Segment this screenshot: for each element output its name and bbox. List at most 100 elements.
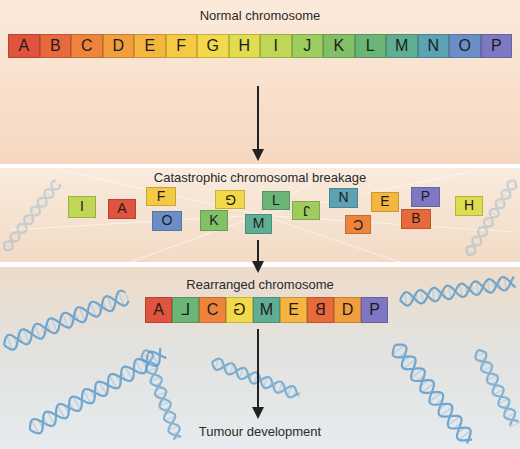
segment-letter: A [153,301,164,319]
chromosome-segment: B [307,297,334,323]
segment-letter: K [333,37,344,55]
segment-letter: A [18,37,29,55]
chromosome-segment: M [253,297,280,323]
dna-helix [141,350,181,440]
stage-panel: Catastrophic chromosomal breakageI A FO KG M… [0,168,520,262]
segment-letter: D [112,37,124,55]
segment-letter: C [207,301,219,319]
chromosome-segment: L [355,34,387,58]
chromosome-segment: I [260,34,292,58]
chromosome-segment: I [68,196,96,218]
segment-letter: D [342,301,354,319]
segment-letter: J [303,37,311,55]
segment-letter: A [117,201,126,216]
chromosome-segment: P [361,297,388,323]
segment-letter: C [353,217,363,232]
chromosome-segment: M [245,214,272,234]
stage-panel: Rearranged chromosomeTumour development A… [0,267,520,449]
chromosome-segment: P [481,34,513,58]
chromosome-segment: J [292,201,320,220]
dna-helix [400,277,515,306]
chromosome-segment: E [134,34,166,58]
dna-helix [212,358,301,398]
segment-letter: G [233,301,245,319]
panel-title: Catastrophic chromosomal breakage [0,170,520,185]
segment-letter: J [303,203,310,218]
chromosome-segment: A [8,34,40,58]
chromosome-segment: M [386,34,418,58]
segment-letter: L [181,301,190,319]
segment-letter: M [260,301,273,319]
segment-letter: M [395,37,408,55]
segment-letter: B [411,211,420,226]
segment-letter: H [238,37,250,55]
chromosome-segment: L [172,297,199,323]
segment-letter: P [421,189,430,204]
segment-letter: P [491,37,502,55]
segment-letter: E [288,301,299,319]
dna-helix [393,345,473,444]
chromosome-segment: G [197,34,229,58]
dna-helix [466,180,516,255]
chromosome-segment: D [334,297,361,323]
segment-letter: G [225,192,236,207]
chromosome-segment: A [108,199,136,219]
dna-helices [4,180,520,443]
process-arrows [252,86,264,419]
chromosome-segment: K [200,210,228,231]
segment-letter: K [209,213,218,228]
segment-letter: P [369,301,380,319]
segment-letter: O [162,213,173,228]
chromosome-segment: L [262,191,290,210]
chromosome-segment: B [401,209,431,229]
chromosome-segment: H [455,196,483,216]
segment-letter: E [144,37,155,55]
chromosome-segment: C [199,297,226,323]
segment-letter: O [459,37,471,55]
chromosome-segment: C [71,34,103,58]
segment-letter: N [338,190,348,205]
chromosome-segment: J [292,34,324,58]
chromosome-segment: E [280,297,307,323]
segment-letter: B [315,301,326,319]
segment-letter: B [50,37,61,55]
chromosome-segment: O [152,211,182,231]
dna-helix [4,181,60,251]
panel-title: Normal chromosome [0,8,520,23]
segment-letter: H [464,198,474,213]
stage-panel: Normal chromosomeA B C D E F G H I J K L M N O P [0,0,520,164]
chromosome-segment: N [329,188,358,208]
panel-ground [0,0,520,164]
segment-letter: M [253,216,265,231]
chromosome-segment: B [40,34,72,58]
chromosome-segment: O [449,34,481,58]
segment-letter: I [80,199,84,214]
segment-letter: E [380,194,389,209]
chromosome-segment: P [411,187,440,207]
chromosome-segment: G [226,297,253,323]
chromosome-segment: K [323,34,355,58]
chromosome-segment: F [146,187,176,206]
segment-letter: N [427,37,439,55]
segment-letter: F [157,189,166,204]
chromosome-segment: G [215,190,245,209]
chromosome-segment: N [418,34,450,58]
dna-helix [475,350,520,427]
segment-letter: L [272,193,280,208]
chromosome-segment: F [166,34,198,58]
segment-letter: C [81,37,93,55]
segment-letter: L [366,37,375,55]
chromosome-segment: E [371,192,399,212]
segment-letter: F [176,37,186,55]
panel-ground [0,267,520,449]
panel-ground [0,168,520,262]
segment-letter: I [274,37,278,55]
chromosome-segment: H [229,34,261,58]
outcome-label: Tumour development [0,424,520,439]
chromosome-segment: C [345,215,371,234]
chromosome-segment: A [145,297,172,323]
dna-helix [4,291,128,350]
segment-letter: G [207,37,219,55]
panel-title: Rearranged chromosome [0,277,520,292]
